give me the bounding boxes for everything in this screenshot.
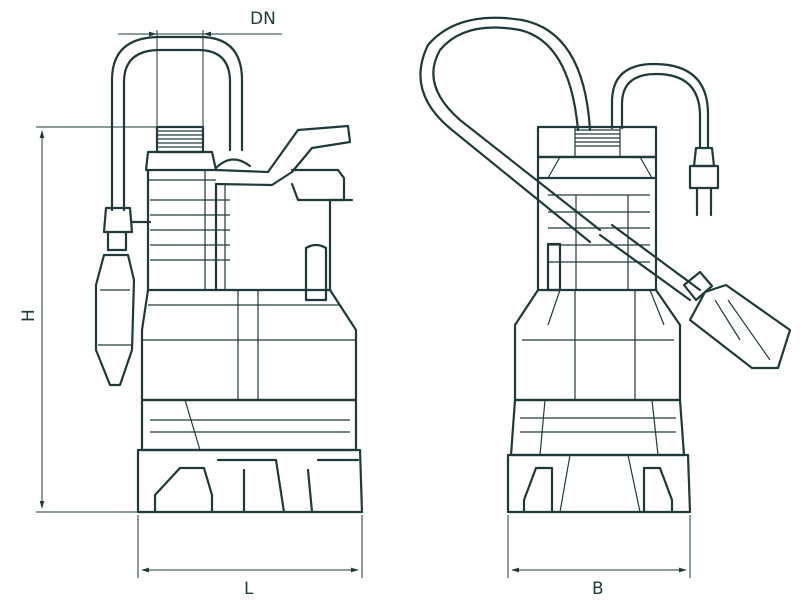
pump-side-view <box>94 35 364 514</box>
dim-label-dn: DN <box>250 9 276 29</box>
dim-label-h: H <box>19 309 39 322</box>
pump-front-view <box>419 16 792 514</box>
outlet-top-front <box>536 125 658 159</box>
dimension-h <box>36 126 158 513</box>
float-switch-front <box>682 270 792 370</box>
outlet-thread <box>155 125 205 154</box>
dim-label-b: B <box>592 579 604 599</box>
base-front <box>506 453 692 514</box>
dimension-l <box>137 515 363 578</box>
carry-handle-side <box>214 124 352 202</box>
base-side <box>136 448 364 514</box>
dim-label-l: L <box>244 579 254 599</box>
dimension-b <box>507 515 691 578</box>
dimension-dn <box>118 30 282 127</box>
float-switch-side <box>94 206 152 387</box>
power-cord-plug <box>610 62 720 217</box>
